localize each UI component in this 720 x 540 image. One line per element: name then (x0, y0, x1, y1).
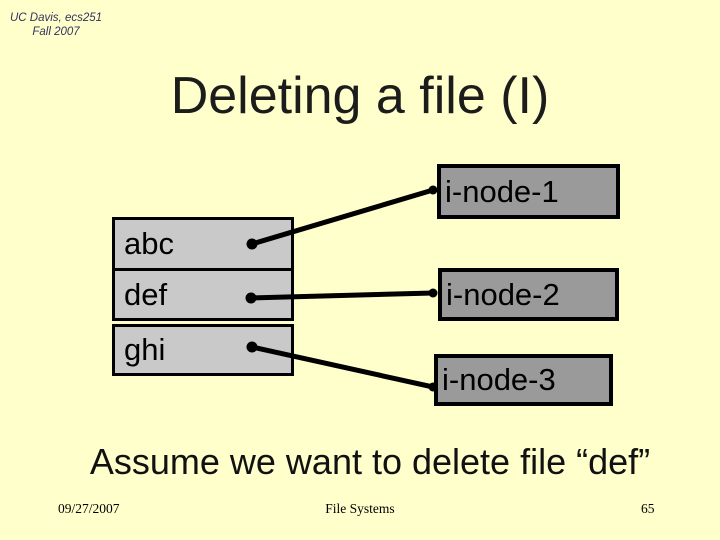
inode-box-1: i-node-1 (437, 164, 620, 219)
inode-box-2: i-node-2 (438, 268, 619, 321)
directory-table-ghi: ghi (112, 324, 294, 376)
directory-row-ghi: ghi (115, 327, 291, 373)
header-course-label: UC Davis, ecs251 (10, 12, 103, 24)
directory-row-abc: abc (115, 220, 291, 271)
slide-title: Deleting a file (I) (170, 67, 550, 125)
footer-page-number: 65 (641, 501, 655, 516)
inode-box-3-label: i-node-3 (442, 362, 556, 397)
footer-section-title: File Systems (325, 501, 395, 516)
directory-row-def: def (115, 271, 291, 318)
directory-table: abc def (112, 217, 294, 321)
directory-row-ghi-label: ghi (124, 332, 166, 367)
inode-box-3: i-node-3 (434, 354, 613, 406)
end-dot-inode2 (428, 288, 438, 298)
header-term-label: Fall 2007 (32, 26, 80, 38)
inode-box-1-label: i-node-1 (445, 173, 559, 209)
caption-text: Assume we want to delete file “def” (89, 441, 651, 482)
course-header: UC Davis, ecs251 Fall 2007 (10, 11, 102, 39)
inode-box-2-label: i-node-2 (446, 276, 560, 312)
footer-date: 09/27/2007 (58, 501, 120, 516)
directory-row-def-label: def (124, 276, 168, 312)
directory-row-abc-label: abc (124, 226, 174, 261)
